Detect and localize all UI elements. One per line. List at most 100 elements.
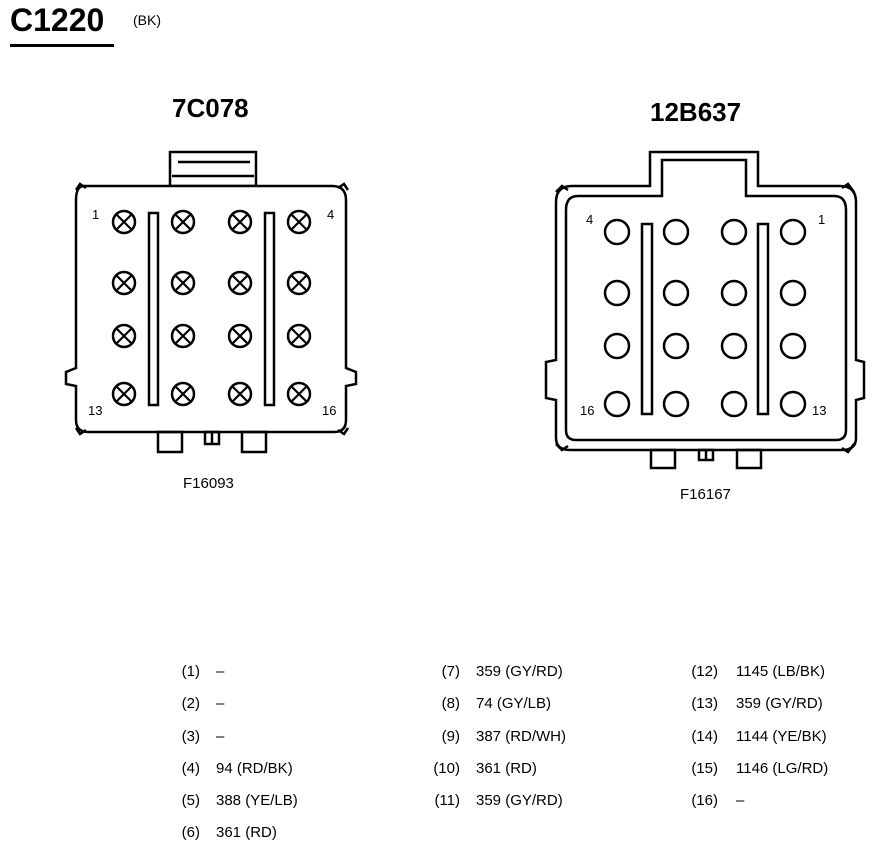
right-foot-1 bbox=[649, 448, 677, 470]
right-housing-inner bbox=[564, 158, 848, 442]
legend-circuit-value: 388 (YE/LB) bbox=[216, 792, 298, 810]
pin-cavity bbox=[779, 332, 807, 360]
legend-circuit-value: – bbox=[216, 663, 225, 680]
right-connector bbox=[544, 150, 866, 470]
legend-pin-number: (12) bbox=[691, 663, 718, 680]
legend-pin-number: (10) bbox=[433, 759, 460, 777]
right-pin-label-bottom-right: 13 bbox=[812, 403, 827, 418]
legend-column-3: (12) 1145 (LB/BK) (13) 359 (GY/RD) (14) 1144 … bbox=[670, 661, 828, 822]
pin-cavity bbox=[662, 218, 690, 246]
pin-terminal-crossed bbox=[170, 270, 196, 296]
left-pin-label-top-right: 4 bbox=[327, 207, 335, 222]
pin-terminal-crossed bbox=[227, 270, 253, 296]
title-underline bbox=[10, 44, 114, 47]
legend-row: (11) 359 (GY/RD) bbox=[410, 790, 562, 822]
legend-row: (15) 1146 (LG/RD) bbox=[670, 758, 828, 790]
pin-terminal-crossed bbox=[286, 323, 312, 349]
title-color-tag: (BK) bbox=[133, 12, 161, 28]
pin-terminal-crossed bbox=[170, 381, 196, 407]
pin-terminal-crossed bbox=[286, 209, 312, 235]
legend-circuit-value: – bbox=[736, 792, 745, 810]
legend-circuit-value: 359 (GY/RD) bbox=[476, 792, 563, 810]
legend-circuit-value: 94 (RD/BK) bbox=[216, 759, 293, 777]
pin-cavity bbox=[662, 332, 690, 360]
legend-pin-number: (1) bbox=[181, 663, 200, 680]
pin-cavity bbox=[720, 218, 748, 246]
pin-terminal-crossed bbox=[111, 381, 137, 407]
legend-row: (10) 361 (RD) bbox=[410, 758, 537, 790]
legend-pin-number: (11) bbox=[434, 792, 460, 810]
left-separator-2 bbox=[263, 211, 276, 407]
right-separator-2 bbox=[756, 222, 770, 416]
left-separator-1 bbox=[147, 211, 160, 407]
legend-circuit-value: 1145 (LB/BK) bbox=[736, 663, 825, 680]
left-foot-2 bbox=[240, 430, 268, 454]
pin-terminal-crossed bbox=[111, 323, 137, 349]
pin-terminal-crossed bbox=[111, 270, 137, 296]
pin-cavity bbox=[779, 279, 807, 307]
legend-circuit-value: 359 (GY/RD) bbox=[736, 695, 823, 713]
legend-row: (1)– bbox=[150, 661, 225, 693]
legend-column-1: (1)–(2)–(3)–(4)94 (RD/BK)(5)388 (YE/LB)(… bbox=[150, 661, 298, 855]
right-pin-label-top-right: 1 bbox=[818, 212, 826, 227]
legend-row: (2)– bbox=[150, 693, 225, 725]
left-latch bbox=[168, 150, 258, 188]
legend-circuit-value: – bbox=[216, 727, 225, 745]
legend-circuit-value: 1146 (LG/RD) bbox=[736, 759, 829, 777]
pin-cavity bbox=[779, 218, 807, 246]
legend-pin-number: (4) bbox=[181, 759, 200, 777]
legend-pin-number: (2) bbox=[181, 695, 200, 713]
pin-terminal-crossed bbox=[227, 381, 253, 407]
legend-circuit-value: 74 (GY/LB) bbox=[476, 695, 552, 713]
pin-cavity bbox=[720, 390, 748, 418]
legend-pin-number: (13) bbox=[691, 695, 718, 713]
left-connector-name: 7C078 bbox=[172, 93, 249, 123]
legend-row: (7) 359 (GY/RD) bbox=[410, 661, 563, 693]
right-foot-2 bbox=[735, 448, 763, 470]
pin-terminal-crossed bbox=[227, 323, 253, 349]
left-pin-label-bottom-right: 16 bbox=[322, 403, 337, 418]
legend-row: (3)– bbox=[150, 726, 225, 758]
legend-row: (6)361 (RD) bbox=[150, 822, 277, 854]
pin-cavity bbox=[720, 332, 748, 360]
legend-pin-number: (7) bbox=[441, 663, 460, 680]
right-pin-label-bottom-left: 16 bbox=[580, 403, 595, 418]
pin-cavity bbox=[603, 390, 631, 418]
pin-terminal-crossed bbox=[227, 209, 253, 235]
left-housing bbox=[64, 184, 358, 434]
right-connector-name: 12B637 bbox=[650, 97, 742, 127]
pin-cavity bbox=[603, 332, 631, 360]
legend-row: (8) 74 (GY/LB) bbox=[410, 693, 551, 725]
right-pin-label-top-left: 4 bbox=[586, 212, 594, 227]
right-separator-1 bbox=[640, 222, 654, 416]
legend-row: (13) 359 (GY/RD) bbox=[670, 693, 822, 725]
left-pin-label-bottom-left: 13 bbox=[88, 403, 103, 418]
left-pin-label-top-left: 1 bbox=[92, 207, 100, 222]
legend-pin-number: (14) bbox=[691, 727, 718, 745]
legend-pin-number: (15) bbox=[691, 759, 718, 777]
pin-terminal-crossed bbox=[170, 323, 196, 349]
left-connector bbox=[64, 150, 358, 454]
pin-cavity bbox=[720, 279, 748, 307]
legend-column-2: (7) 359 (GY/RD) (8) 74 (GY/LB) (9) 387 (RD/WH… bbox=[410, 661, 566, 822]
legend-row: (12) 1145 (LB/BK) bbox=[670, 661, 825, 693]
legend-row: (5)388 (YE/LB) bbox=[150, 790, 298, 822]
pin-terminal-crossed bbox=[286, 270, 312, 296]
legend-row: (14) 1144 (YE/BK) bbox=[670, 726, 826, 758]
legend-pin-number: (8) bbox=[441, 695, 460, 713]
diagram-title: C1220 bbox=[10, 2, 105, 38]
legend-circuit-value: – bbox=[216, 695, 225, 713]
right-pin-grid bbox=[603, 218, 807, 418]
legend-pin-number: (9) bbox=[441, 727, 460, 745]
legend-pin-number: (16) bbox=[691, 792, 718, 810]
legend-circuit-value: 387 (RD/WH) bbox=[476, 727, 567, 745]
left-connector-ref: F16093 bbox=[183, 475, 234, 492]
connector-drawings bbox=[64, 150, 866, 470]
legend-circuit-value: 361 (RD) bbox=[476, 759, 537, 777]
pin-cavity bbox=[662, 390, 690, 418]
legend-pin-number: (3) bbox=[181, 727, 200, 745]
legend-row: (4) 94 (RD/BK) bbox=[150, 758, 293, 790]
legend-circuit-value: 359 (GY/RD) bbox=[476, 663, 563, 680]
right-connector-ref: F16167 bbox=[680, 486, 731, 503]
legend-circuit-value: 1144 (YE/BK) bbox=[736, 727, 827, 745]
